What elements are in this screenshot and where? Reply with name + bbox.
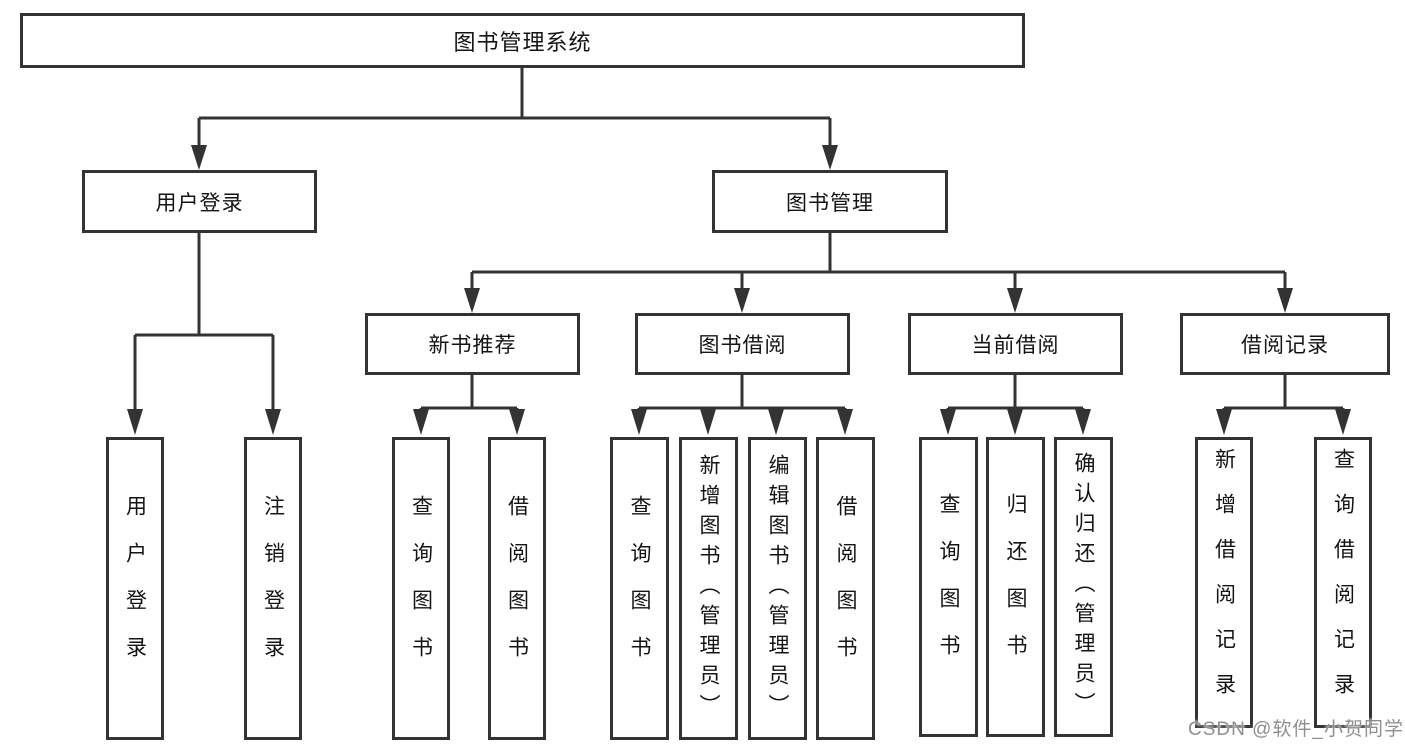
connector-borrow-records-to-leaves xyxy=(1216,375,1351,435)
node-current-borrow: 当前借阅 xyxy=(908,313,1123,375)
leaf-borrow-borrow-books: 借阅图书 xyxy=(816,437,875,740)
node-book-management: 图书管理 xyxy=(712,170,948,233)
leaf-borrow-borrow-books-label: 借阅图书 xyxy=(834,494,857,683)
leaf-records-add: 新增借阅记录 xyxy=(1195,437,1253,728)
node-library-system: 图书管理系统 xyxy=(20,13,1025,68)
leaf-current-return-books: 归还图书 xyxy=(986,437,1045,737)
leaf-borrow-query-books-label: 查询图书 xyxy=(628,494,651,683)
node-book-borrow: 图书借阅 xyxy=(635,313,850,375)
leaf-borrow-add-books-admin: 新增图书（管理员） xyxy=(679,437,738,740)
leaf-current-confirm-return-admin: 确认归还（管理员） xyxy=(1054,437,1113,737)
leaf-newbooks-borrow-label: 借阅图书 xyxy=(505,494,529,683)
leaf-records-add-label: 新增借阅记录 xyxy=(1212,447,1236,718)
leaf-current-query-books-label: 查询图书 xyxy=(937,493,960,681)
leaf-records-query: 查询借阅记录 xyxy=(1314,437,1372,728)
leaf-current-return-books-label: 归还图书 xyxy=(1004,493,1027,681)
node-user-login: 用户登录 xyxy=(82,170,317,233)
leaf-logout: 注销登录 xyxy=(244,437,302,740)
connector-current-borrow-to-leaves xyxy=(940,375,1091,435)
csdn-watermark: CSDN @软件_小贺同学 xyxy=(1188,719,1404,740)
leaf-borrow-edit-books-admin-label: 编辑图书（管理员） xyxy=(766,453,789,724)
leaf-logout-label: 注销登录 xyxy=(261,494,285,683)
leaf-newbooks-query-label: 查询图书 xyxy=(409,494,433,683)
leaf-user-login: 用户登录 xyxy=(106,437,164,740)
leaf-borrow-edit-books-admin: 编辑图书（管理员） xyxy=(748,437,807,740)
connector-book-mgmt-to-level3 xyxy=(464,233,1293,313)
connector-book-borrow-to-leaves xyxy=(631,375,853,435)
leaf-records-query-label: 查询借阅记录 xyxy=(1331,447,1355,718)
node-library-system-label: 图书管理系统 xyxy=(453,29,592,55)
node-book-borrow-label: 图书借阅 xyxy=(698,334,787,357)
node-current-borrow-label: 当前借阅 xyxy=(971,334,1060,357)
leaf-user-login-label: 用户登录 xyxy=(123,494,147,683)
connector-root-to-level2 xyxy=(191,68,838,170)
leaf-current-confirm-return-admin-label: 确认归还（管理员） xyxy=(1072,452,1095,722)
connector-new-books-to-leaves xyxy=(413,375,525,435)
leaf-newbooks-borrow: 借阅图书 xyxy=(488,437,546,740)
connector-user-login-to-leaves xyxy=(127,233,281,435)
node-borrow-records: 借阅记录 xyxy=(1180,313,1390,375)
leaf-current-query-books: 查询图书 xyxy=(919,437,978,737)
node-new-book-recommend: 新书推荐 xyxy=(365,313,580,375)
leaf-borrow-query-books: 查询图书 xyxy=(610,437,669,740)
leaf-newbooks-query: 查询图书 xyxy=(392,437,450,740)
node-user-login-label: 用户登录 xyxy=(155,191,244,215)
leaf-borrow-add-books-admin-label: 新增图书（管理员） xyxy=(697,453,720,724)
node-borrow-records-label: 借阅记录 xyxy=(1241,334,1329,357)
node-book-management-label: 图书管理 xyxy=(786,191,874,215)
node-new-book-recommend-label: 新书推荐 xyxy=(428,334,517,357)
